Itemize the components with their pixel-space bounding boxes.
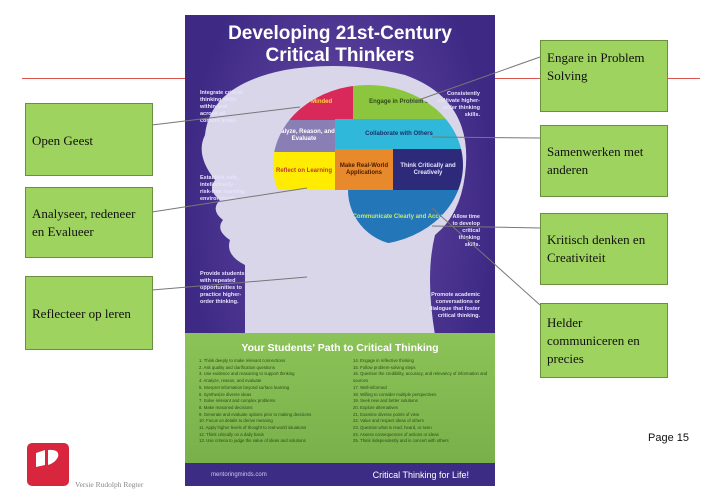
tip-promote: Promote academic conversations or dialog… bbox=[428, 292, 480, 319]
path-item: 17. Well-informed bbox=[353, 384, 387, 390]
brain-make-applications: Make Real-World Applications bbox=[335, 149, 393, 190]
path-section: Your Students' Path to Critical Thinking… bbox=[185, 333, 495, 463]
brain: Open-Minded Engage in Problem Solving An… bbox=[273, 85, 463, 245]
path-item: 10. Focus on details to derive meaning bbox=[199, 418, 273, 424]
footer-website: mentoringminds.com bbox=[211, 471, 267, 478]
path-item: 11. Apply higher levels of thought to re… bbox=[199, 425, 307, 431]
path-item: 22. Value and respect ideas of others bbox=[353, 418, 424, 424]
brain-reflect: Reflect on Learning bbox=[273, 152, 335, 190]
tip-allow: Allow time to develop critical thinking … bbox=[452, 214, 480, 248]
path-item: 25. Think independently and in concert w… bbox=[353, 438, 449, 444]
poster-footer: mentoringminds.com Critical Thinking for… bbox=[185, 463, 495, 486]
footer-brand: Critical Thinking for Life! bbox=[372, 469, 469, 480]
hogeschool-rotterdam-logo bbox=[27, 443, 69, 486]
path-item: 12. Think critically on a daily basis bbox=[199, 431, 264, 437]
path-item: 14. Engage in reflective thinking bbox=[353, 358, 414, 363]
path-item: 8. Make reasoned decisions bbox=[199, 404, 253, 410]
path-item: 19. Seek new and better solutions bbox=[353, 398, 418, 404]
brain-think-critically: Think Critically and Creatively bbox=[393, 149, 463, 190]
label-engare: Engare in Problem Solving bbox=[540, 40, 668, 112]
path-item: 4. Analyze, reason, and evaluate bbox=[199, 378, 262, 384]
tip-integrate: Integrate critical thinking skills withi… bbox=[200, 90, 243, 124]
tip-cultivate: Consistently cultivate higher-order thin… bbox=[437, 91, 480, 118]
path-item: 23. Question what is read, heard, or see… bbox=[353, 425, 432, 431]
path-item: 7. Solve relevant and complex problems bbox=[199, 398, 276, 404]
path-item: 24. Assess consequences of actions or id… bbox=[353, 431, 439, 437]
tip-provide: Provide students with repeated opportuni… bbox=[200, 271, 245, 305]
path-item: 1. Think deeply to make relevant connect… bbox=[199, 358, 286, 363]
path-item: 13. Use criteria to judge the value of i… bbox=[199, 438, 306, 444]
brain-collaborate: Collaborate with Others bbox=[335, 119, 463, 149]
title-line-1: Developing 21st-Century bbox=[228, 23, 452, 44]
red-rule-left bbox=[22, 78, 187, 79]
path-item: 16. Question the credibility, accuracy, … bbox=[353, 371, 488, 384]
path-item: 5. Interpret information beyond surface … bbox=[199, 384, 290, 390]
label-analyseer: Analyseer, redeneer en Evalueer bbox=[25, 187, 153, 258]
title-line-2: Critical Thinkers bbox=[265, 45, 415, 66]
path-item: 6. Synthesize diverse ideas bbox=[199, 391, 252, 397]
path-item: 3. Use evidence and reasoning to support… bbox=[199, 371, 295, 377]
path-item: 9. Generate and evaluate options prior t… bbox=[199, 411, 312, 417]
label-samenwerken: Samenwerken met anderen bbox=[540, 125, 668, 197]
label-helder: Helder communiceren en precies bbox=[540, 303, 668, 378]
label-open-geest: Open Geest bbox=[25, 103, 153, 176]
path-title: Your Students' Path to Critical Thinking bbox=[241, 342, 439, 354]
path-item: 2. Ask quality and clarification questio… bbox=[199, 364, 275, 370]
version-text: Versie Rudolph Regter bbox=[75, 480, 144, 489]
path-item: 18. Willing to consider multiple perspec… bbox=[353, 391, 437, 397]
path-item: 20. Explore alternatives bbox=[353, 404, 398, 410]
path-item: 15. Follow problem-solving steps bbox=[353, 364, 416, 370]
label-kritisch: Kritisch denken en Creativiteit bbox=[540, 213, 668, 285]
path-list-left: 1. Think deeply to make relevant connect… bbox=[199, 358, 341, 445]
path-item: 21. Examine diverse points of view bbox=[353, 411, 420, 417]
label-reflecteer: Reflecteer op leren bbox=[25, 276, 153, 350]
tip-establish: Establish safe, intellectually risk-free… bbox=[200, 175, 245, 202]
page-number: Page 15 bbox=[648, 432, 689, 444]
